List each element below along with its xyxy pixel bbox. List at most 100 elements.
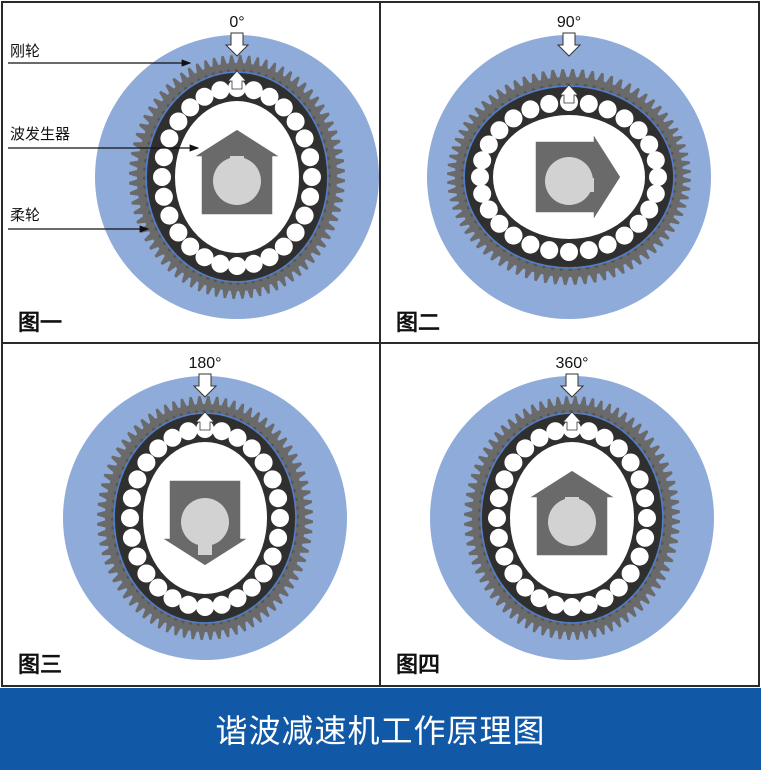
- bearing-ball: [121, 509, 139, 527]
- bearing-ball: [630, 470, 649, 489]
- panel-figure-2: 90° 图二: [396, 14, 711, 336]
- bearing-ball: [504, 109, 523, 128]
- bearing-balls: [488, 420, 656, 616]
- bearing-ball: [160, 129, 179, 148]
- bearing-ball: [254, 453, 273, 472]
- bearing-ball: [163, 589, 182, 608]
- reference-arrow-down: [224, 32, 250, 57]
- label-circular-spline: 刚轮: [10, 42, 40, 60]
- tooth-marker-arrow: [559, 84, 579, 104]
- panel-figure-4: 360° 图四: [396, 355, 714, 678]
- panel-label: 图三: [18, 653, 62, 678]
- bearing-ball: [295, 129, 314, 148]
- bearing-ball: [640, 135, 659, 154]
- bearing-ball: [629, 121, 648, 140]
- angle-label: 0°: [229, 14, 244, 31]
- bearing-ball: [473, 151, 492, 170]
- bearing-ball: [242, 578, 261, 597]
- bearing-ball: [137, 564, 156, 583]
- bearing-ball: [638, 509, 656, 527]
- bearing-ball: [295, 206, 314, 225]
- shaft-keyway: [198, 545, 212, 555]
- angle-label: 180°: [188, 355, 221, 372]
- bearing-ball: [269, 528, 288, 547]
- bearing-ball: [244, 81, 263, 100]
- bearing-ball: [579, 241, 598, 260]
- bearing-ball: [609, 439, 628, 458]
- bearing-ball: [195, 248, 214, 267]
- bearing-ball: [495, 547, 514, 566]
- bearing-ball: [274, 98, 293, 117]
- bearing-ball: [489, 528, 508, 547]
- bearing-ball: [579, 595, 598, 614]
- bearing-ball: [149, 578, 168, 597]
- bearing-ball: [516, 578, 535, 597]
- bearing-ball: [504, 226, 523, 245]
- bearing-ball: [540, 241, 559, 260]
- shaft-hole: [181, 498, 229, 546]
- panel-figure-3: 180° 图三: [18, 355, 347, 678]
- bearing-ball: [579, 422, 598, 441]
- shaft-keyway: [230, 156, 244, 166]
- reference-arrow-down: [556, 32, 582, 57]
- bearing-ball: [521, 100, 540, 119]
- bearing-ball: [521, 235, 540, 254]
- bearing-ball: [579, 94, 598, 113]
- angle-label: 90°: [557, 14, 581, 31]
- shaft-hole: [548, 498, 596, 546]
- harmonic-drive-diagram: 0° 图一 90° 图二 180° 图三: [0, 0, 761, 688]
- bearing-ball: [516, 439, 535, 458]
- bearing-ball: [137, 453, 156, 472]
- bearing-ball: [195, 87, 214, 106]
- bearing-ball: [621, 453, 640, 472]
- panel-frame: [1, 1, 760, 687]
- bearing-ball: [212, 422, 231, 441]
- bearing-ball: [530, 428, 549, 447]
- bearing-ball: [636, 528, 655, 547]
- tooth-marker-arrow: [195, 411, 215, 431]
- bearing-ball: [649, 168, 667, 186]
- bearing-ball: [211, 81, 230, 100]
- bearing-ball: [260, 87, 279, 106]
- bearing-ball: [122, 489, 141, 508]
- angle-label: 360°: [555, 355, 588, 372]
- bearing-ball: [179, 422, 198, 441]
- bearing-ball: [169, 223, 188, 242]
- bearing-ball: [595, 428, 614, 447]
- bearing-ball: [196, 598, 214, 616]
- bearing-ball: [154, 187, 173, 206]
- bearing-ball: [563, 598, 581, 616]
- bearing-ball: [169, 112, 188, 131]
- bearing-ball: [488, 509, 506, 527]
- bearing-ball: [495, 470, 514, 489]
- panel-label: 图四: [396, 653, 440, 678]
- bearing-ball: [630, 547, 649, 566]
- bearing-ball: [598, 235, 617, 254]
- bearing-ball: [471, 168, 489, 186]
- bearing-balls: [471, 93, 667, 261]
- label-wave-generator: 波发生器: [10, 125, 70, 143]
- bearing-ball: [149, 439, 168, 458]
- shaft-keyway: [584, 178, 594, 192]
- bearing-ball: [629, 214, 648, 233]
- bearing-ball: [163, 428, 182, 447]
- bearing-ball: [301, 148, 320, 167]
- bearing-ball: [489, 489, 508, 508]
- bearing-ball: [530, 589, 549, 608]
- bearing-ball: [490, 214, 509, 233]
- tooth-marker-arrow: [227, 70, 247, 90]
- bearing-ball: [546, 595, 565, 614]
- shaft-hole: [213, 157, 261, 205]
- bearing-ball: [211, 254, 230, 273]
- bearing-ball: [615, 109, 634, 128]
- bearing-ball: [595, 589, 614, 608]
- bearing-ball: [154, 148, 173, 167]
- bearing-ball: [490, 121, 509, 140]
- bearing-ball: [301, 187, 320, 206]
- bearing-ball: [122, 528, 141, 547]
- bearing-ball: [598, 100, 617, 119]
- bearing-ball: [640, 200, 659, 219]
- bearing-ball: [621, 564, 640, 583]
- bearing-ball: [479, 135, 498, 154]
